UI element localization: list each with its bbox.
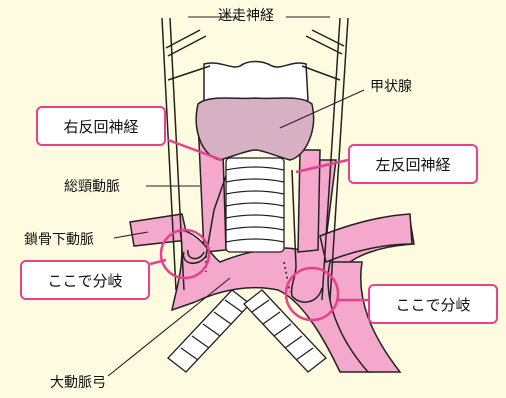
- branch-here-left-label: ここで分岐: [47, 271, 123, 290]
- vagus-nerves: [161, 17, 349, 303]
- branch-point-left-circle: [284, 266, 340, 322]
- branch-here-right-callout: ここで分岐: [368, 284, 498, 324]
- right-recurrent-callout: 右反回神経: [36, 106, 166, 146]
- thyroid-label: 甲状腺: [370, 79, 412, 95]
- branch-here-right-label: ここで分岐: [395, 295, 471, 314]
- branch-point-right-circle: [159, 228, 211, 280]
- leader-lines: [107, 16, 365, 377]
- artery-group: [129, 119, 415, 373]
- callout-connectors: [149, 138, 368, 302]
- vagus-nerve-label: 迷走神経: [218, 8, 274, 24]
- subclavian-label: 鎖骨下動脈: [24, 232, 94, 248]
- upper-trachea: [225, 157, 285, 253]
- descending-aorta: [327, 261, 402, 373]
- thyroid-gland: [195, 97, 315, 161]
- branch-here-left-callout: ここで分岐: [20, 260, 150, 300]
- left-subclavian-artery: [319, 213, 413, 264]
- right-recurrent-label: 右反回神経: [63, 117, 139, 136]
- left-recurrent-label: 左反回神経: [375, 155, 451, 174]
- common-carotid-label: 総頸動脈: [64, 179, 120, 195]
- left-recurrent-callout: 左反回神経: [348, 144, 478, 184]
- aortic-arch-label: 大動脈弓: [50, 375, 106, 391]
- left-common-carotid-artery: [297, 149, 321, 253]
- lower-trachea: [167, 289, 327, 373]
